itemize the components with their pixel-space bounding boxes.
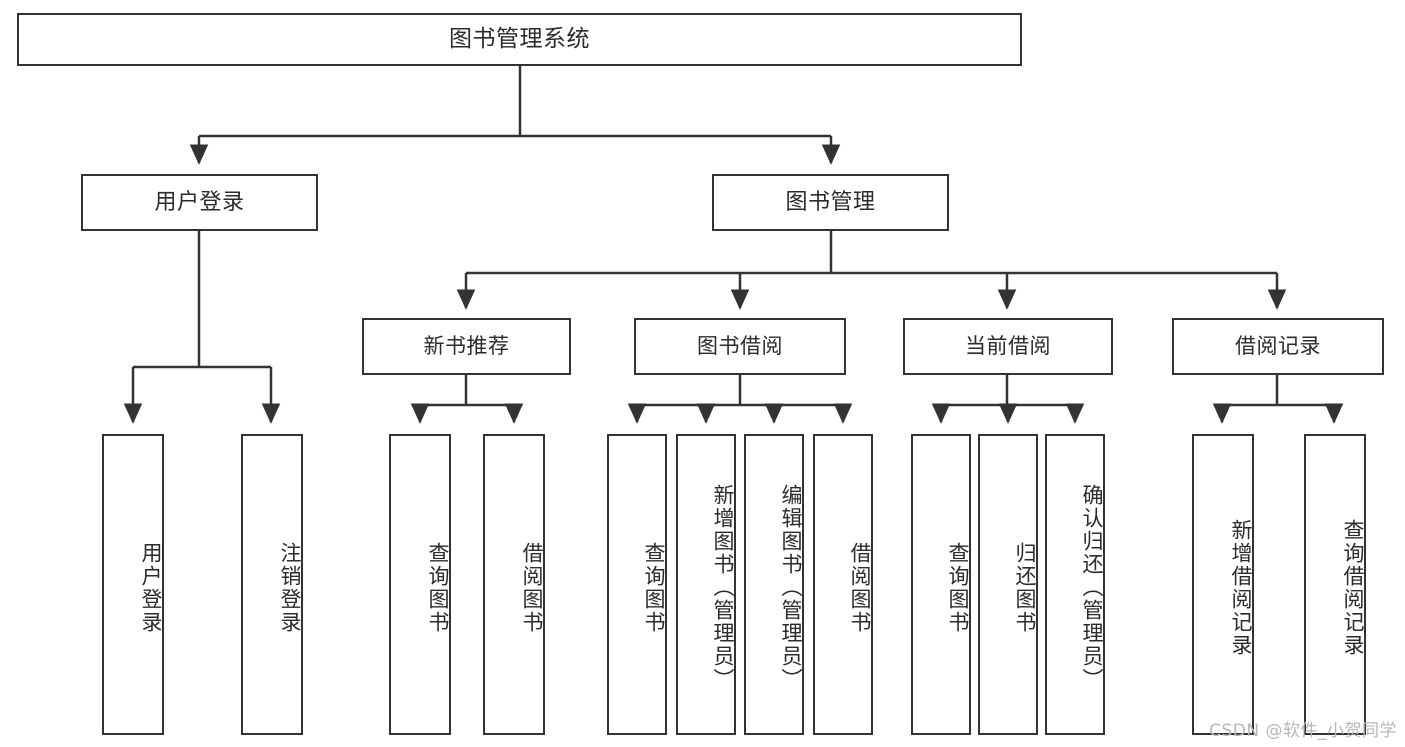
node-borrow-record[interactable]: 借阅记录 xyxy=(1172,318,1384,375)
leaf-borrow-book-recommend[interactable]: 借阅图书 xyxy=(483,434,545,735)
node-label: 借阅记录 xyxy=(1235,334,1321,359)
node-book-management[interactable]: 图书管理 xyxy=(712,174,949,231)
csdn-watermark: CSDN @软件_小贺同学 xyxy=(1209,721,1397,741)
node-label: 图书管理 xyxy=(785,189,876,215)
leaf-logout[interactable]: 注销登录 xyxy=(241,434,303,735)
leaf-add-borrow-record[interactable]: 新增借阅记录 xyxy=(1192,434,1254,735)
leaf-borrow-book[interactable]: 借阅图书 xyxy=(813,434,873,735)
node-label: 查询图书 xyxy=(642,541,666,634)
node-label: 新增图书（管理员） xyxy=(711,484,735,691)
node-label: 归还图书 xyxy=(1013,541,1037,634)
node-label: 新书推荐 xyxy=(423,334,510,359)
node-label: 借阅图书 xyxy=(520,541,544,634)
node-current-borrow[interactable]: 当前借阅 xyxy=(903,318,1113,375)
node-label: 新增借阅记录 xyxy=(1229,518,1253,657)
leaf-query-borrow-record[interactable]: 查询借阅记录 xyxy=(1304,434,1366,735)
leaf-query-book-borrow[interactable]: 查询图书 xyxy=(607,434,667,735)
node-label: 当前借阅 xyxy=(965,334,1051,359)
leaf-confirm-return-admin[interactable]: 确认归还（管理员） xyxy=(1045,434,1105,735)
node-new-book-recommend[interactable]: 新书推荐 xyxy=(362,318,571,375)
leaf-return-book[interactable]: 归还图书 xyxy=(978,434,1038,735)
node-label: 图书借阅 xyxy=(697,334,783,359)
leaf-query-book-recommend[interactable]: 查询图书 xyxy=(389,434,451,735)
leaf-edit-book-admin[interactable]: 编辑图书（管理员） xyxy=(744,434,804,735)
node-label: 图书管理系统 xyxy=(449,26,590,53)
node-label: 查询图书 xyxy=(426,541,450,634)
leaf-query-book-current[interactable]: 查询图书 xyxy=(911,434,971,735)
node-label: 注销登录 xyxy=(278,541,302,634)
leaf-user-login[interactable]: 用户登录 xyxy=(102,434,164,735)
leaf-add-book-admin[interactable]: 新增图书（管理员） xyxy=(676,434,736,735)
node-label: 用户登录 xyxy=(139,541,163,634)
node-label: 查询借阅记录 xyxy=(1341,518,1365,657)
node-label: 编辑图书（管理员） xyxy=(779,484,803,691)
node-book-borrow[interactable]: 图书借阅 xyxy=(634,318,846,375)
node-label: 确认归还（管理员） xyxy=(1080,484,1104,691)
node-root-book-management-system[interactable]: 图书管理系统 xyxy=(17,13,1022,66)
node-label: 查询图书 xyxy=(946,541,970,634)
node-user-login[interactable]: 用户登录 xyxy=(81,174,318,231)
node-label: 用户登录 xyxy=(154,189,245,215)
node-label: 借阅图书 xyxy=(848,541,872,634)
